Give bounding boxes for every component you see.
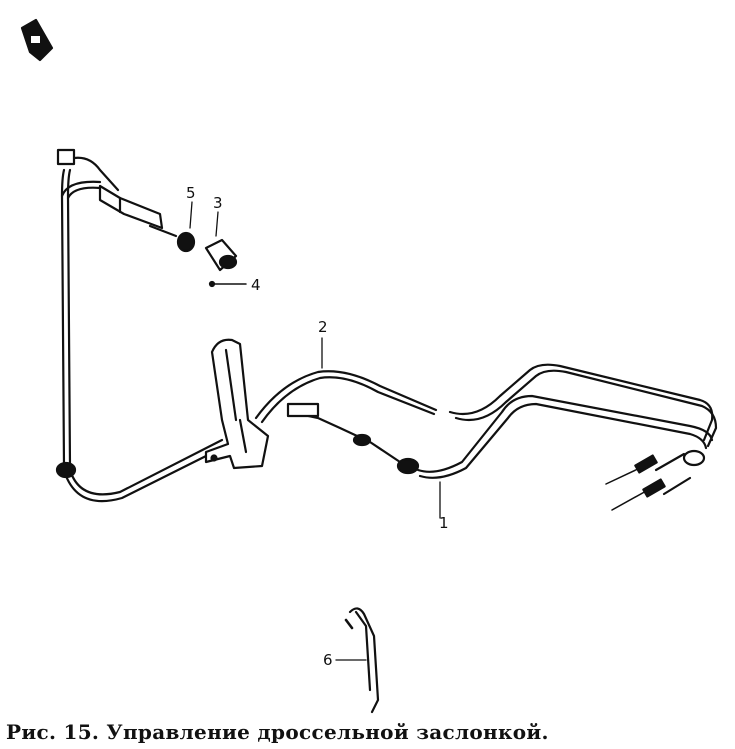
callout-2: 2 [318, 318, 328, 336]
cable-end-fittings [605, 449, 706, 511]
cable-2 [254, 337, 718, 448]
callout-4: 4 [251, 276, 261, 294]
orientation-arrow-icon [20, 18, 54, 62]
switch-housing [98, 184, 178, 238]
clip-part-6 [335, 607, 380, 714]
callout-6: 6 [323, 651, 333, 669]
throttle-bracket [204, 338, 270, 470]
cable-1 [286, 394, 714, 519]
callout-1: 1 [439, 514, 449, 532]
cap-part-3 [204, 211, 238, 272]
lower-cable-run [64, 438, 228, 503]
callout-5: 5 [186, 184, 196, 202]
pin-part-4 [208, 280, 247, 288]
callout-3: 3 [213, 194, 223, 212]
nut-part-5 [176, 201, 196, 253]
figure-caption: Рис. 15. Управление дроссельной заслонко… [6, 720, 549, 744]
left-cable [55, 148, 120, 479]
